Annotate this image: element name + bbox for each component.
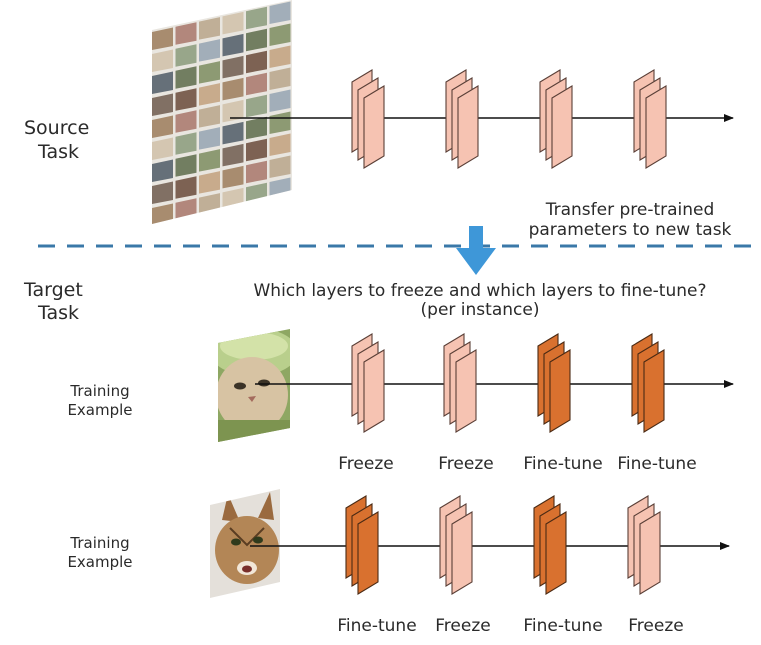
training-example-2-image <box>210 489 280 598</box>
source-layer-4 <box>633 69 667 169</box>
transfer-text-line2: parameters to new task <box>528 220 732 240</box>
example-2-label-line2: Example <box>67 553 133 571</box>
example-1-label-line2: Example <box>67 401 133 419</box>
example-1-label-line1: Training <box>70 382 130 400</box>
example-2-layer-3 <box>533 495 567 595</box>
question-text-line2: (per instance) <box>420 300 540 320</box>
training-example-1-image <box>218 329 290 442</box>
example-2-layer-4 <box>627 495 661 595</box>
example-2-label-line1: Training <box>70 534 130 552</box>
example-2-layer-1-caption: Fine-tune <box>337 616 417 636</box>
source-image-mosaic <box>152 0 292 224</box>
source-task-label-line2: Task <box>38 141 80 163</box>
transfer-arrow <box>456 226 496 275</box>
example-1-layer-3-caption: Fine-tune <box>523 454 603 474</box>
source-task-label-line1: Source <box>24 117 90 139</box>
target-task-label-line1: Target <box>24 279 83 301</box>
question-text-line1: Which layers to freeze and which layers … <box>253 281 707 301</box>
source-layer-1 <box>351 69 385 169</box>
example-2-network <box>250 495 730 595</box>
example-1-layer-1-caption: Freeze <box>338 454 394 474</box>
example-1-layer-2 <box>443 333 477 433</box>
example-1-layer-3 <box>537 333 571 433</box>
example-1-layer-4 <box>631 333 665 433</box>
target-task-label-line2: Task <box>38 302 80 324</box>
transfer-text-line1: Transfer pre-trained <box>545 200 715 220</box>
example-1-layer-2-caption: Freeze <box>438 454 494 474</box>
source-network <box>230 69 734 169</box>
source-layer-2 <box>445 69 479 169</box>
example-1-layer-4-caption: Fine-tune <box>617 454 697 474</box>
example-2-layer-4-caption: Freeze <box>628 616 684 636</box>
example-2-layer-2 <box>439 495 473 595</box>
source-layer-3 <box>539 69 573 169</box>
example-2-layer-1 <box>345 495 379 595</box>
example-2-layer-3-caption: Fine-tune <box>523 616 603 636</box>
example-2-layer-2-caption: Freeze <box>435 616 491 636</box>
example-1-network <box>255 333 734 433</box>
example-1-layer-1 <box>351 333 385 433</box>
